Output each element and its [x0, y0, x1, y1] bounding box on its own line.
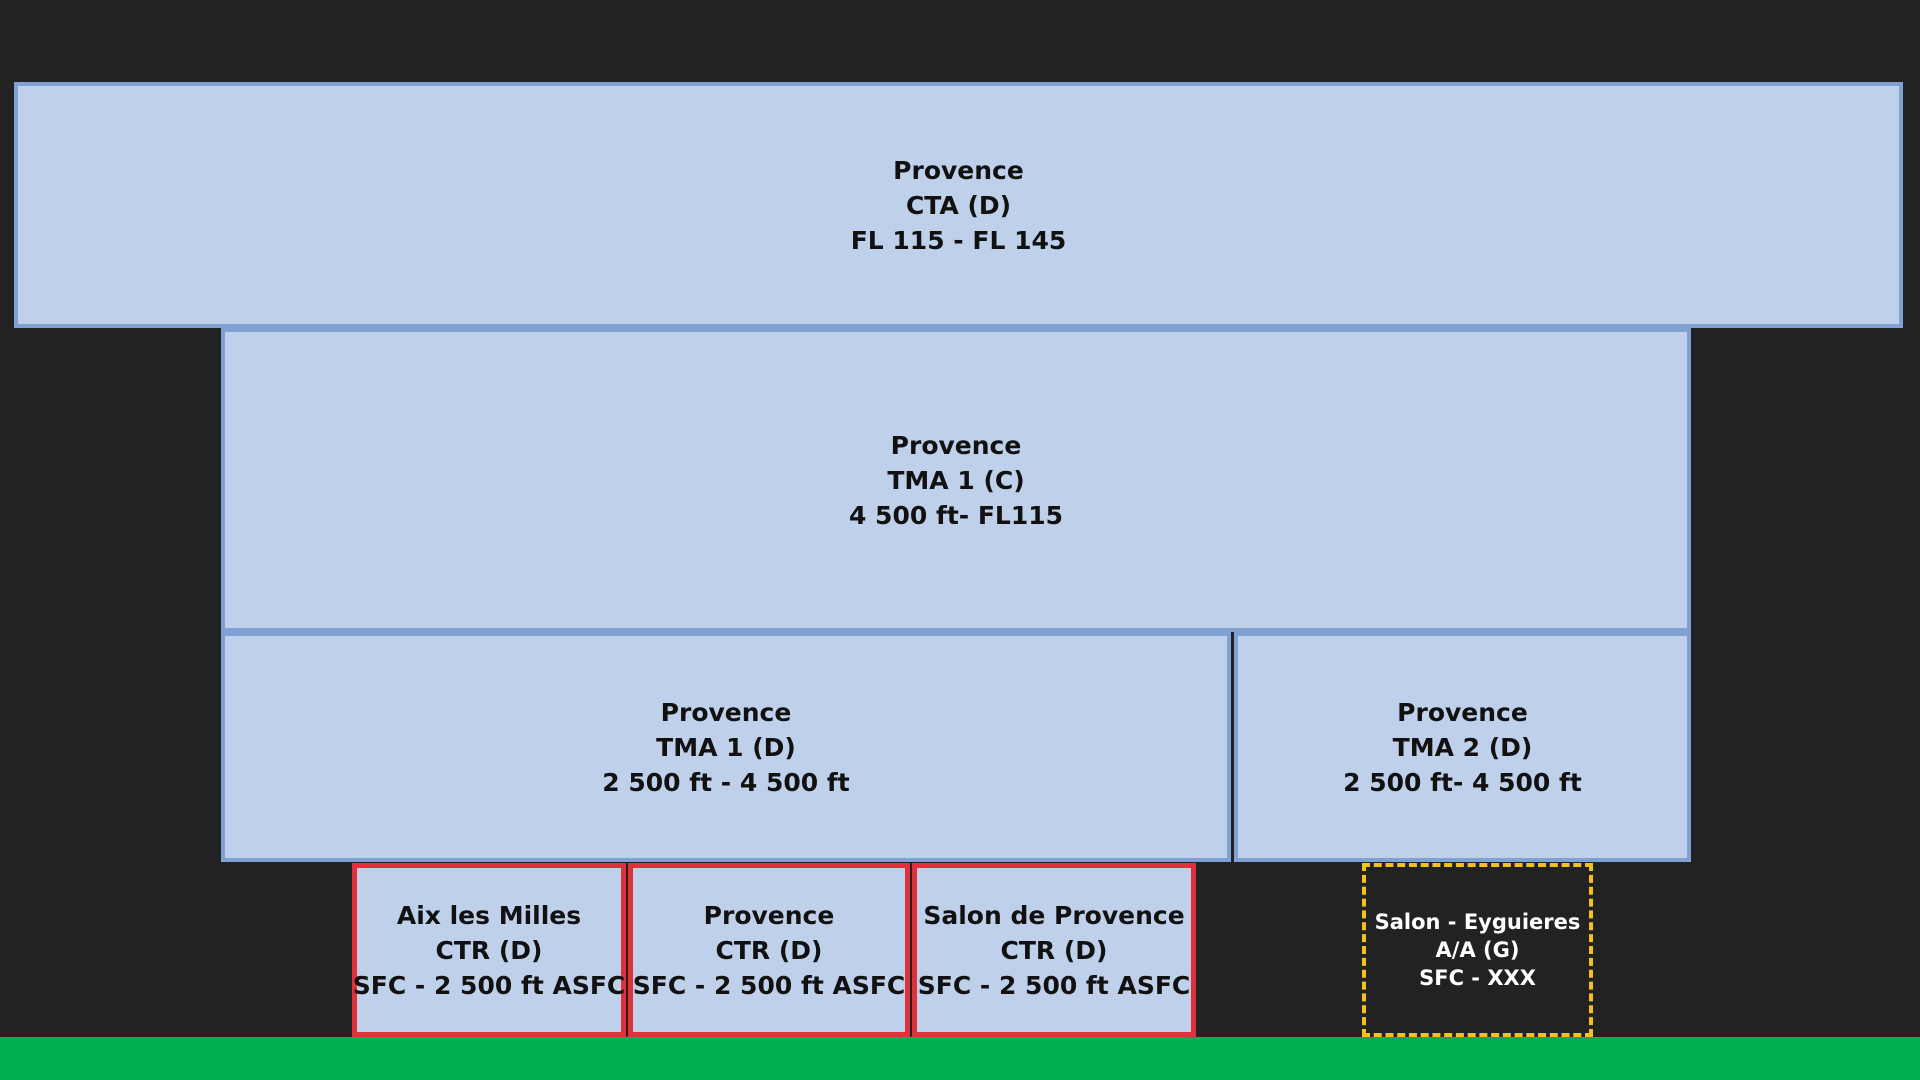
tma1-c-name: Provence: [890, 430, 1022, 460]
tma1-d-box: Provence TMA 1 (D) 2 500 ft - 4 500 ft: [221, 632, 1231, 862]
cta-provence-limits: FL 115 - FL 145: [850, 225, 1067, 255]
cta-provence-class: CTA (D): [905, 190, 1012, 220]
ctr-aix-limits: SFC - 2 500 ft ASFC: [352, 970, 626, 1000]
ctr-salon-name: Salon de Provence: [923, 900, 1185, 930]
tma2-d-name: Provence: [1397, 697, 1528, 727]
ctr-provence-box: Provence CTR (D) SFC - 2 500 ft ASFC: [628, 863, 910, 1037]
tma1-c-limits: 4 500 ft- FL115: [848, 500, 1064, 530]
aa-eyguieres-box: Salon - Eyguieres A/A (G) SFC - XXX: [1362, 863, 1593, 1037]
aa-eyguieres-name: Salon - Eyguieres: [1374, 910, 1581, 934]
tma1-d-limits: 2 500 ft - 4 500 ft: [602, 767, 850, 797]
ctr-aix-box: Aix les Milles CTR (D) SFC - 2 500 ft AS…: [352, 863, 626, 1037]
ctr-aix-class: CTR (D): [435, 935, 543, 965]
ctr-aix-name: Aix les Milles: [396, 900, 582, 930]
tma2-d-box: Provence TMA 2 (D) 2 500 ft- 4 500 ft: [1234, 632, 1691, 862]
ctr-salon-limits: SFC - 2 500 ft ASFC: [917, 970, 1191, 1000]
ctr-provence-class: CTR (D): [715, 935, 823, 965]
tma1-c-box: Provence TMA 1 (C) 4 500 ft- FL115: [221, 328, 1691, 632]
aa-eyguieres-class: A/A (G): [1435, 938, 1520, 962]
tma2-d-limits: 2 500 ft- 4 500 ft: [1343, 767, 1582, 797]
ctr-provence-name: Provence: [703, 900, 835, 930]
tma1-c-class: TMA 1 (C): [887, 465, 1025, 495]
ctr-salon-class: CTR (D): [1000, 935, 1108, 965]
cta-provence-name: Provence: [893, 155, 1024, 185]
cta-provence-box: Provence CTA (D) FL 115 - FL 145: [14, 82, 1903, 328]
tma1-d-class: TMA 1 (D): [656, 732, 796, 762]
tma2-d-class: TMA 2 (D): [1392, 732, 1533, 762]
ground-strip: [0, 1037, 1920, 1080]
tma1-d-name: Provence: [660, 697, 792, 727]
ctr-provence-limits: SFC - 2 500 ft ASFC: [632, 970, 906, 1000]
aa-eyguieres-limits: SFC - XXX: [1419, 966, 1536, 990]
ctr-salon-box: Salon de Provence CTR (D) SFC - 2 500 ft…: [912, 863, 1196, 1037]
